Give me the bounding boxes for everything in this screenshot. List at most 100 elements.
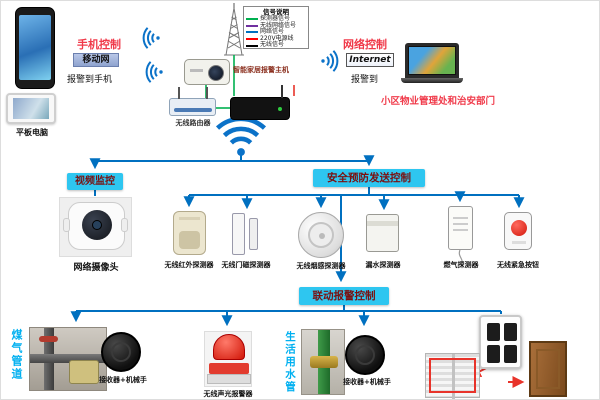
gas-horizontal-pipe: [30, 354, 106, 363]
gas-meter-image: [29, 327, 107, 391]
door-image: [529, 341, 567, 397]
gas-detector-slot: [453, 223, 468, 225]
alert-to-phone-label: 报警到手机: [67, 75, 113, 85]
water-pipe-label: 生活用水管: [284, 331, 296, 394]
leak-sensor-strip: [367, 221, 398, 226]
window-image: [425, 353, 480, 399]
wireless-router-image: [169, 87, 216, 116]
siren-image: [204, 331, 252, 387]
gas-valve-actuator-image: [101, 332, 141, 372]
water-leak-sensor-image: [366, 214, 399, 252]
alert-to-label: 报警到: [351, 75, 379, 85]
legend-swatch: [246, 18, 258, 21]
smart-host-label: 智能家居报警主机: [233, 66, 289, 74]
switch-key: [487, 345, 500, 363]
gas-detector-image: [448, 206, 473, 250]
siren-band: [209, 363, 249, 374]
camera-ear: [121, 218, 128, 232]
emergency-button-bar: [512, 241, 526, 244]
gas-detector-slot: [453, 229, 468, 231]
water-valve-actuator-image: [345, 335, 385, 375]
ip-camera-image: [59, 197, 132, 257]
door-panel: [536, 349, 560, 389]
sensor-label: 无线门磁探测器: [221, 261, 271, 269]
switch-panel-image: [479, 315, 522, 369]
gas-actuator-label: 接收器+机械手: [99, 376, 147, 384]
legend-title: 信号说明: [263, 8, 289, 16]
video-monitor-box: 视频监控: [67, 173, 123, 190]
wifi-icon: [320, 49, 339, 73]
pir-top-line: [179, 217, 200, 220]
tablet-label: 平板电脑: [16, 128, 48, 137]
legend-row: 探测器信号: [246, 15, 306, 23]
legend-label: 网络信号: [260, 28, 285, 36]
alarm-destination-label: 小区物业管理处和治安部门: [381, 96, 496, 107]
laptop-image: [401, 43, 463, 87]
legend-swatch: [246, 31, 258, 34]
security-send-control-box: 安全预防发送控制: [313, 169, 425, 187]
smartphone-image: [15, 7, 55, 89]
door-magnet-bar: [249, 218, 258, 250]
laptop-display: [409, 47, 455, 74]
smartphone-screen: [19, 15, 51, 80]
smart-host-device-image: [184, 59, 230, 85]
wireless-router-label: 无线路由器: [175, 119, 211, 127]
network-control-label: 网络控制: [343, 38, 387, 51]
switch-key: [487, 323, 500, 341]
gas-pipe-label: 煤气管道: [10, 329, 23, 381]
wifi-icon: [145, 60, 164, 84]
legend-label: 无线信号: [260, 41, 285, 49]
emergency-button-image: [504, 212, 532, 250]
router-antenna: [206, 87, 208, 99]
water-actuator-label: 接收器+机械手: [343, 378, 391, 386]
host-lens: [208, 65, 224, 81]
wifi-icon: [142, 26, 161, 50]
signal-legend: 信号说明 探测器信号 无线网络信号 网络信号 220V电源线 无线信号: [243, 6, 309, 49]
water-pipe-image: [301, 329, 345, 395]
door-magnet-image: [232, 213, 260, 255]
alarm-host-box-image: [230, 85, 290, 120]
window-alert-outline: [429, 358, 476, 393]
host-led: [278, 107, 282, 111]
legend-swatch: [246, 44, 258, 47]
legend-row: 无线信号: [246, 42, 306, 49]
router-front-strip: [174, 108, 212, 112]
legend-row: 无线网络信号: [246, 21, 306, 30]
ip-camera-label: 网络摄像头: [73, 263, 119, 273]
pir-window: [179, 231, 200, 249]
router-antenna: [178, 87, 180, 99]
host-antenna: [281, 85, 283, 98]
legend-row: 网络信号: [246, 29, 306, 36]
legend-label: 无线网络信号: [260, 21, 297, 29]
legend-label: 探测器信号: [260, 15, 291, 22]
laptop-base: [401, 78, 463, 83]
switch-key: [504, 323, 517, 341]
sensor-label: 无线紧急按钮: [497, 261, 539, 269]
siren-base: [207, 374, 251, 384]
legend-label: 220V电源线: [260, 34, 294, 42]
tablet-image: [6, 93, 56, 124]
host-vent: [190, 69, 203, 72]
water-valve: [310, 356, 338, 368]
actuator-ring: [355, 345, 375, 365]
siren-dome: [213, 334, 245, 360]
door-magnet-main: [232, 213, 245, 255]
gas-detector-slot: [453, 217, 468, 219]
legend-row: 220V电源线: [246, 34, 306, 43]
antenna-tower-icon: [224, 3, 244, 56]
sensor-label: 无线红外探测器: [164, 261, 214, 269]
mobile-control-label: 手机控制: [77, 38, 121, 51]
gas-valve-handle: [39, 336, 58, 342]
gas-meter-box: [69, 360, 99, 384]
actuator-ring: [111, 342, 131, 362]
sensor-label: 漏水探测器: [365, 261, 401, 269]
smoke-detector-image: [298, 212, 344, 258]
pir-sensor-image: [173, 211, 206, 255]
window-frame-bar: [452, 354, 455, 399]
camera-lens: [92, 220, 102, 230]
emergency-button-red: [511, 220, 527, 236]
sensor-label: 无线烟感探测器: [296, 262, 346, 270]
legend-swatch: [246, 38, 258, 41]
mobile-network-box: 移动网: [73, 53, 119, 67]
